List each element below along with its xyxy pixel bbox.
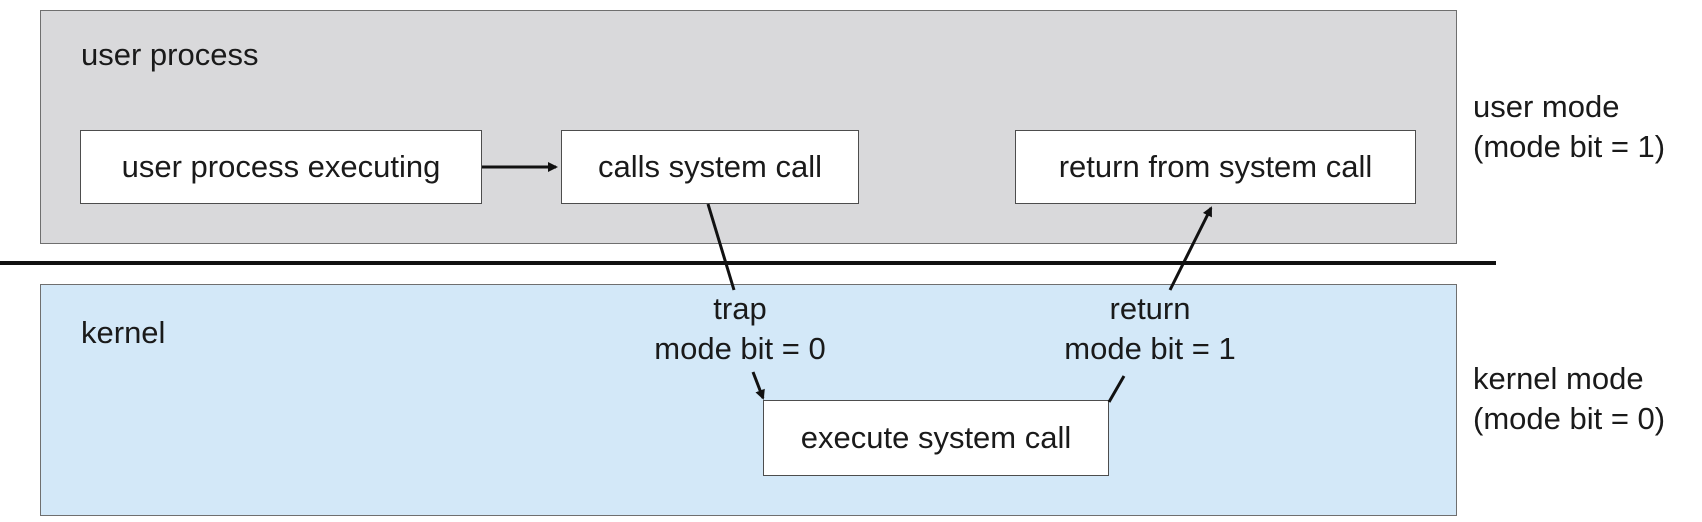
calls-system-call-box: calls system call <box>561 130 859 204</box>
mode-divider-line <box>0 261 1496 265</box>
trap-label: trap mode bit = 0 <box>640 289 840 369</box>
user-mode-label-line-2: (mode bit = 1) <box>1473 129 1666 164</box>
user-mode-label: user mode (mode bit = 1) <box>1473 87 1665 167</box>
return-from-system-call-box: return from system call <box>1015 130 1416 204</box>
user-process-region: user process <box>40 10 1457 244</box>
kernel-mode-label-line-2: (mode bit = 0) <box>1473 401 1666 436</box>
trap-label-line-1: trap <box>713 291 767 326</box>
return-label-line-2: mode bit = 1 <box>1064 331 1236 366</box>
return-label: return mode bit = 1 <box>1050 289 1250 369</box>
kernel-title: kernel <box>81 315 166 350</box>
execute-system-call-box: execute system call <box>763 400 1109 476</box>
user-mode-label-line-1: user mode <box>1473 89 1620 124</box>
trap-label-line-2: mode bit = 0 <box>654 331 826 366</box>
kernel-mode-label-line-1: kernel mode <box>1473 361 1644 396</box>
return-label-line-1: return <box>1109 291 1191 326</box>
user-process-executing-box: user process executing <box>80 130 482 204</box>
kernel-mode-label: kernel mode (mode bit = 0) <box>1473 359 1665 439</box>
user-process-title: user process <box>81 37 259 72</box>
